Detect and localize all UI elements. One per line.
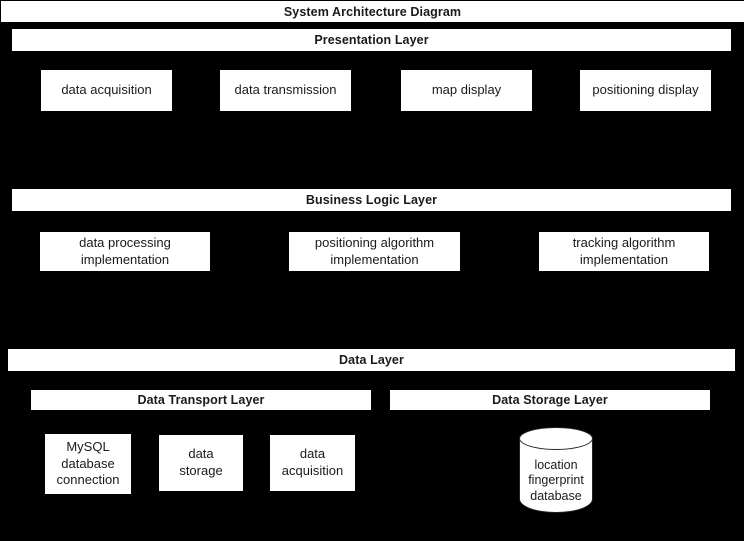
data-storage-layer-header: Data Storage Layer bbox=[390, 390, 710, 410]
data-transport-layer-label: Data Transport Layer bbox=[137, 393, 265, 407]
component-label-line2: implementation bbox=[330, 251, 419, 267]
data-storage-layer-label: Data Storage Layer bbox=[492, 393, 608, 407]
presentation-layer-label: Presentation Layer bbox=[314, 33, 429, 47]
database-cylinder-icon: location fingerprint database bbox=[519, 427, 593, 513]
component-label: map display bbox=[431, 82, 502, 98]
component-label-line1: tracking algorithm bbox=[572, 234, 676, 250]
data-layer-header: Data Layer bbox=[8, 349, 735, 371]
business-component-positioning-algorithm: positioning algorithm implementation bbox=[289, 232, 460, 271]
component-label-line1: data processing bbox=[79, 234, 171, 250]
component-label-line2: storage bbox=[179, 463, 223, 478]
database-label-line1: location bbox=[534, 457, 578, 472]
presentation-component-map-display: map display bbox=[401, 70, 532, 111]
presentation-component-data-transmission: data transmission bbox=[220, 70, 351, 111]
diagram-title: System Architecture Diagram bbox=[283, 4, 462, 19]
business-component-data-processing: data processing implementation bbox=[40, 232, 210, 271]
component-label-line1: data bbox=[299, 446, 326, 462]
business-component-tracking-algorithm: tracking algorithm implementation bbox=[539, 232, 709, 271]
presentation-layer-header: Presentation Layer bbox=[12, 29, 731, 51]
component-label-line1: positioning algorithm bbox=[314, 234, 435, 250]
presentation-component-data-acquisition: data acquisition bbox=[41, 70, 172, 111]
component-label: positioning display bbox=[592, 82, 699, 98]
component-label-line2: acquisition bbox=[281, 463, 344, 478]
component-label-line2: implementation bbox=[80, 251, 170, 267]
component-label-line1: data bbox=[188, 446, 214, 462]
component-label-line2: database bbox=[61, 455, 115, 471]
business-logic-layer-header: Business Logic Layer bbox=[12, 189, 731, 211]
cylinder-body bbox=[519, 438, 593, 513]
diagram-title-bar: System Architecture Diagram bbox=[1, 1, 744, 22]
transport-component-mysql-database-connection: MySQL database connection bbox=[45, 434, 131, 494]
database-label: location fingerprint database bbox=[519, 451, 593, 511]
database-label-line3: database bbox=[530, 488, 582, 503]
component-label: data acquisition bbox=[61, 82, 152, 98]
component-label-line2: implementation bbox=[579, 251, 669, 267]
transport-component-data-acquisition: data acquisition bbox=[270, 435, 355, 491]
database-label-line2: fingerprint bbox=[528, 473, 584, 488]
component-label-line1: MySQL bbox=[66, 438, 110, 454]
data-layer-label: Data Layer bbox=[339, 353, 404, 367]
cylinder-top-ellipse bbox=[519, 427, 593, 450]
component-label-line3: connection bbox=[56, 472, 120, 488]
presentation-component-positioning-display: positioning display bbox=[580, 70, 711, 111]
transport-component-data-storage: data storage bbox=[159, 435, 243, 491]
component-label: data transmission bbox=[234, 82, 337, 98]
business-logic-layer-label: Business Logic Layer bbox=[305, 193, 438, 207]
data-transport-layer-header: Data Transport Layer bbox=[31, 390, 371, 410]
